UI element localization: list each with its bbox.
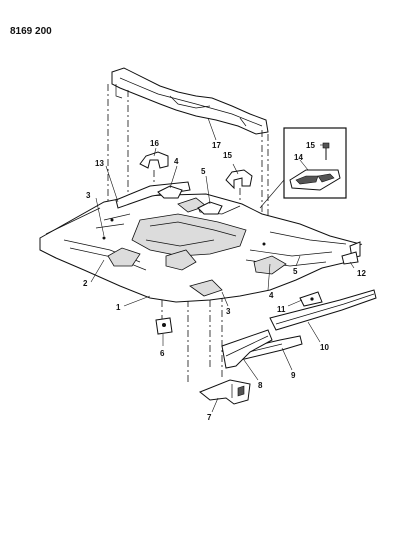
callout-8: 8 xyxy=(258,381,263,390)
part-7-bracket xyxy=(199,379,251,405)
callout-18: 17 xyxy=(212,141,221,150)
callout-5-top: 5 xyxy=(201,167,206,176)
callout-16: 15 xyxy=(223,151,232,160)
part-18-cross-member xyxy=(111,67,269,135)
callout-5-right: 5 xyxy=(293,267,298,276)
callout-4-top: 4 xyxy=(174,157,179,166)
part-4-bracket xyxy=(157,185,183,199)
callout-15: 15 xyxy=(306,141,315,150)
callout-13: 13 xyxy=(95,159,104,168)
callout-3-center: 3 xyxy=(226,307,231,316)
callout-6: 6 xyxy=(160,349,165,358)
callout-10: 10 xyxy=(320,343,329,352)
callout-17: 16 xyxy=(150,139,159,148)
inset-detail-box xyxy=(259,127,347,209)
part-5-bracket xyxy=(197,201,223,215)
callout-14: 14 xyxy=(294,153,303,162)
part-6-bracket xyxy=(155,317,173,335)
part-17-bracket xyxy=(139,151,169,169)
diagram-code: 8169 200 xyxy=(10,26,52,37)
callout-2: 2 xyxy=(83,279,88,288)
leader-lines xyxy=(90,117,355,413)
callout-labels: 17 16 15 13 3 4 5 2 1 3 4 5 6 7 8 9 10 1… xyxy=(83,139,366,422)
callout-11: 11 xyxy=(277,305,286,314)
part-1-floor-pan xyxy=(39,193,363,303)
callout-4-right: 4 xyxy=(269,291,274,300)
part-10-side-sill xyxy=(269,289,377,331)
callout-12: 12 xyxy=(357,269,366,278)
part-8-rear-rail xyxy=(221,329,273,369)
callout-7: 7 xyxy=(207,413,212,422)
callout-1: 1 xyxy=(116,303,121,312)
part-16-bracket xyxy=(225,169,253,190)
callout-9: 9 xyxy=(291,371,296,380)
callout-3-left: 3 xyxy=(86,191,91,200)
part-11-bracket xyxy=(299,291,323,307)
part-12-bracket xyxy=(341,251,359,265)
